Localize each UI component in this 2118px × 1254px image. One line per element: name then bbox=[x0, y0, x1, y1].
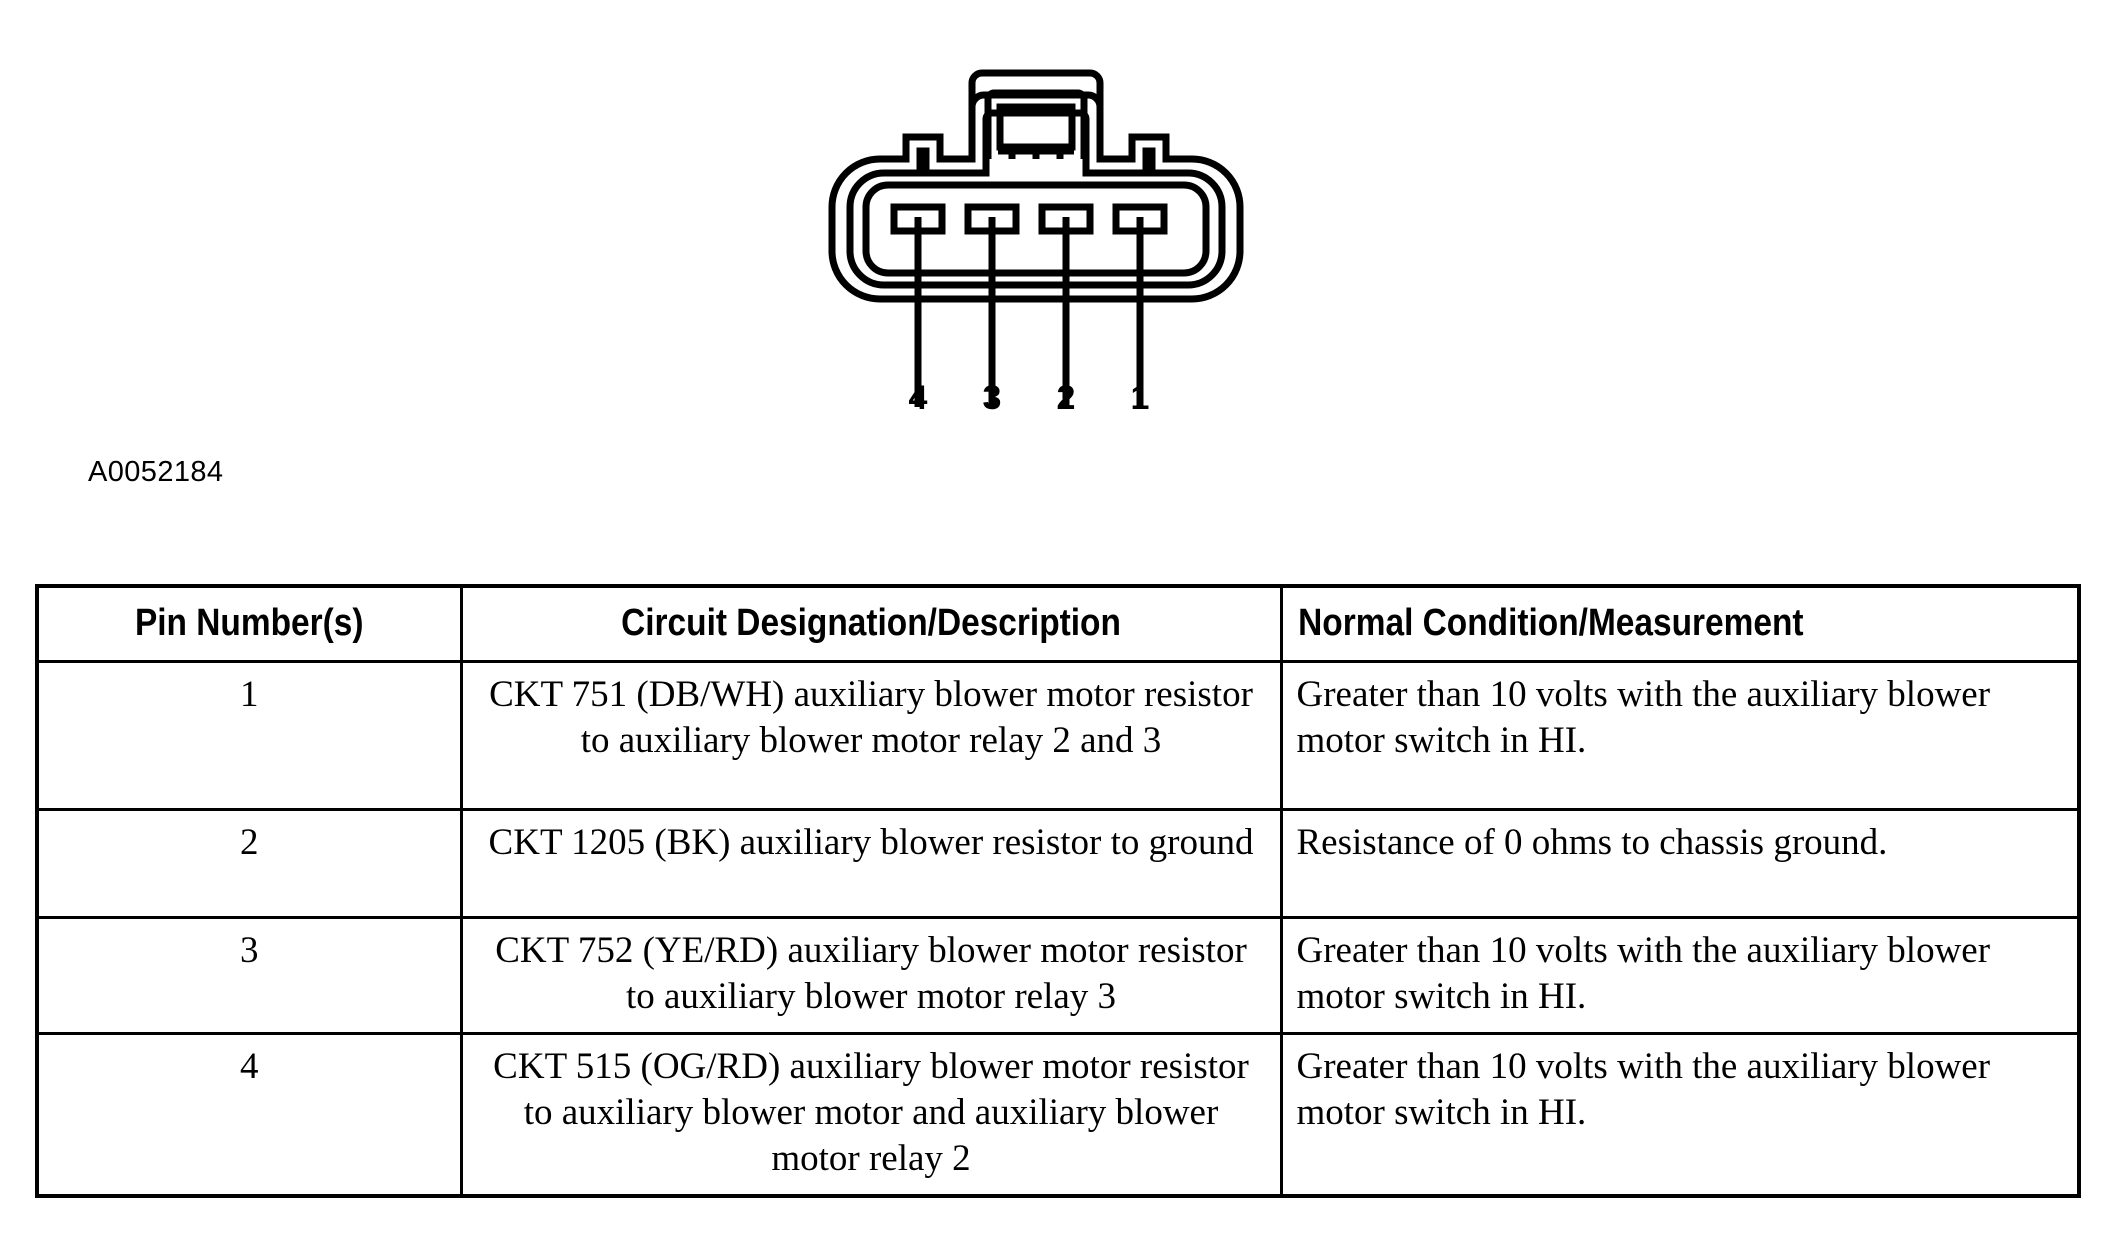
cell-measurement: Greater than 10 volts with the auxiliary… bbox=[1279, 1032, 2081, 1198]
column-header-pin-number: Pin Number(s) bbox=[61, 584, 437, 663]
pin-callout-4: 4 bbox=[908, 379, 928, 417]
terminal-cavity-2 bbox=[1038, 203, 1094, 235]
pin-callout-3: 3 bbox=[982, 379, 1002, 417]
latch-outer-bracket bbox=[968, 69, 1104, 159]
cell-measurement: Greater than 10 volts with the auxiliary… bbox=[1279, 660, 2081, 811]
terminal-cavity-3 bbox=[964, 203, 1020, 235]
connector-outer-shell bbox=[828, 91, 1244, 303]
latch-inner-bracket bbox=[984, 89, 1088, 159]
table-row: 4 CKT 515 (OG/RD) auxiliary blower motor… bbox=[35, 1032, 2081, 1198]
figure-reference-code: A0052184 bbox=[88, 456, 224, 488]
pin-callout-2: 2 bbox=[1056, 379, 1076, 417]
connector-cavity-wall bbox=[862, 181, 1210, 277]
cell-measurement: Greater than 10 volts with the auxiliary… bbox=[1279, 916, 2081, 1035]
pin-table-container: Pin Number(s) Circuit Designation/Descri… bbox=[35, 584, 2081, 1198]
terminal-cavity-1 bbox=[1112, 203, 1168, 235]
cell-pin-number: 3 bbox=[35, 916, 463, 1035]
cell-measurement: Resistance of 0 ohms to chassis ground. bbox=[1279, 808, 2081, 919]
connector-diagram bbox=[820, 55, 1290, 415]
pin-callout-row: 4 3 2 1 bbox=[820, 378, 1290, 428]
connector-inner-shell bbox=[846, 109, 1226, 289]
cell-description: CKT 751 (DB/WH) auxiliary blower motor r… bbox=[459, 660, 1283, 811]
cell-description: CKT 752 (YE/RD) auxiliary blower motor r… bbox=[459, 916, 1283, 1035]
table-row: 2 CKT 1205 (BK) auxiliary blower resisto… bbox=[35, 808, 2081, 919]
column-header-measurement: Normal Condition/Measurement bbox=[1279, 584, 1985, 663]
table-row: 1 CKT 751 (DB/WH) auxiliary blower motor… bbox=[35, 660, 2081, 811]
pin-table-body: 1 CKT 751 (DB/WH) auxiliary blower motor… bbox=[35, 660, 2081, 1198]
cell-pin-number: 1 bbox=[35, 660, 463, 811]
latch-recess bbox=[996, 103, 1076, 151]
pin-callout-1: 1 bbox=[1130, 379, 1150, 417]
pin-table: Pin Number(s) Circuit Designation/Descri… bbox=[35, 584, 2081, 1198]
column-header-description: Circuit Designation/Description bbox=[508, 584, 1234, 663]
cell-pin-number: 4 bbox=[35, 1032, 463, 1198]
pin-table-header: Pin Number(s) Circuit Designation/Descri… bbox=[37, 584, 2079, 663]
terminal-cavity-4 bbox=[890, 203, 946, 235]
table-header-row: Pin Number(s) Circuit Designation/Descri… bbox=[37, 584, 2079, 663]
cell-pin-number: 2 bbox=[35, 808, 463, 919]
table-row: 3 CKT 752 (YE/RD) auxiliary blower motor… bbox=[35, 916, 2081, 1035]
cell-description: CKT 515 (OG/RD) auxiliary blower motor r… bbox=[459, 1032, 1283, 1198]
cell-description: CKT 1205 (BK) auxiliary blower resistor … bbox=[459, 808, 1283, 919]
connector-face-view-svg bbox=[828, 69, 1244, 407]
